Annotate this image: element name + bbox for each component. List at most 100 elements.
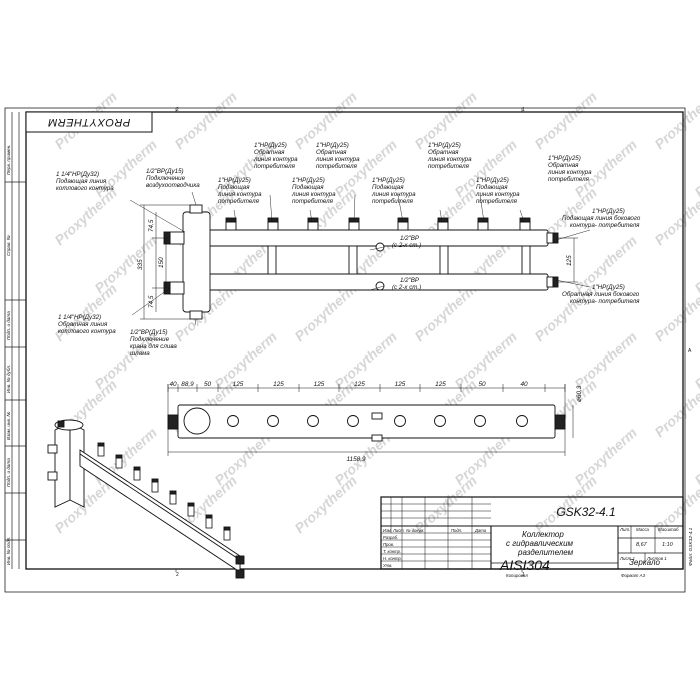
svg-text:с гидравлическим: с гидравлическим xyxy=(506,539,574,548)
front-view xyxy=(163,204,559,320)
callout-mid-3: 1"НР(Ду25) Подающая линия контура потреб… xyxy=(371,177,416,205)
return-header xyxy=(189,273,549,291)
svg-text:контура- потребителя: контура- потребителя xyxy=(570,298,640,305)
iso-nozzle xyxy=(223,529,231,541)
plan-nozzle xyxy=(347,415,359,427)
svg-text:воздухоотводчика: воздухоотводчика xyxy=(146,182,200,189)
svg-text:Коллектор: Коллектор xyxy=(522,530,564,539)
iso-nozzle xyxy=(151,481,159,493)
svg-text:1"НР(Ду25): 1"НР(Ду25) xyxy=(372,177,405,184)
plan-dimensions xyxy=(167,384,574,456)
plan-nozzle xyxy=(267,415,279,427)
svg-text:(с 2-х ст.): (с 2-х ст.) xyxy=(392,242,421,249)
drawing-code: GSK32-4.1 xyxy=(556,505,615,519)
callout-side-return: 1"НР(Ду25) Обратная линия бокового конту… xyxy=(562,284,640,305)
callout-mid-4: 1"НР(Ду25) Подающая линия контура потреб… xyxy=(475,177,520,205)
iso-nozzle xyxy=(115,457,123,469)
svg-text:1"НР(Ду25): 1"НР(Ду25) xyxy=(548,155,581,162)
hydraulic-separator xyxy=(182,211,211,313)
format-label: Формат А3 xyxy=(621,573,646,578)
dim-label: 74,5 xyxy=(148,295,155,308)
iso-nozzle xyxy=(97,445,105,457)
watermark-text: Proxytherm xyxy=(291,472,360,536)
svg-text:Обратная: Обратная xyxy=(428,149,459,156)
svg-text:Утв.: Утв. xyxy=(383,563,393,568)
branch-pipes xyxy=(267,245,531,275)
svg-text:Н. контр.: Н. контр. xyxy=(383,556,402,561)
iso-nozzle xyxy=(133,469,141,481)
callout-top-1: 1"НР(Ду25) Обратная линия контура потреб… xyxy=(253,142,298,170)
title-roles: Разраб. Пров. Т. контр. Н. контр. Утв. xyxy=(383,535,402,568)
svg-text:потребителя: потребителя xyxy=(254,163,296,170)
sensor-port xyxy=(375,242,385,252)
callout-drain: 1/2"ВР(Ду15) Подключение крана для слива… xyxy=(130,329,177,357)
zone-top-left: 2 xyxy=(176,107,179,113)
file-label: Файл: GSK32-4.1 xyxy=(687,527,694,566)
svg-text:Обратная: Обратная xyxy=(548,162,579,169)
plan-holes xyxy=(227,415,528,427)
svg-text:1/2"ВР: 1/2"ВР xyxy=(400,235,420,242)
strip-label: Подп. и дата xyxy=(6,458,11,487)
boiler-nozzle xyxy=(169,281,185,295)
dim-label: 150 xyxy=(158,257,165,268)
svg-text:котлового контура: котлового контура xyxy=(56,185,114,192)
svg-text:разделителем: разделителем xyxy=(517,548,574,557)
zone-side-right: A xyxy=(688,348,692,354)
leader-lines xyxy=(129,191,591,326)
svg-text:Обратная линия: Обратная линия xyxy=(58,321,108,328)
dim-total: 1158,9 xyxy=(346,456,366,463)
iso-nozzle-thread xyxy=(205,514,213,519)
callout-side-supply: 1"НР(Ду25) Подающая линия бокового конту… xyxy=(562,208,641,229)
svg-text:потребителя: потребителя xyxy=(548,176,590,183)
svg-text:линия контура: линия контура xyxy=(217,191,262,198)
left-stamp-strip: Перв. примен. Справ. № Подп. и дата Инв.… xyxy=(5,112,26,569)
watermark-text: Proxytherm xyxy=(531,88,600,152)
svg-text:линия контура: линия контура xyxy=(371,191,416,198)
svg-text:1/2"ВР(Ду15): 1/2"ВР(Ду15) xyxy=(130,329,168,336)
callout-mid-2: 1"НР(Ду25) Подающая линия контура потреб… xyxy=(291,177,336,205)
brand-box xyxy=(25,111,153,133)
mass-label: Масса xyxy=(636,527,650,532)
top-nozzles xyxy=(225,217,531,231)
iso-nozzle-thread xyxy=(151,478,159,483)
watermark-text: Proxytherm xyxy=(651,280,700,344)
sensor-port xyxy=(375,281,385,291)
strip-label: Инв. № дубл. xyxy=(6,365,11,393)
dim-segment: 88,9 xyxy=(181,381,194,388)
svg-text:1/2"ВР: 1/2"ВР xyxy=(400,277,420,284)
dim-segment: 125 xyxy=(435,381,446,388)
iso-nozzle-thread xyxy=(169,490,177,495)
plan-view xyxy=(167,404,566,442)
front-dimensions xyxy=(140,204,578,320)
strip-label: Перв. примен. xyxy=(6,144,11,175)
svg-text:Обратная линия бокового: Обратная линия бокового xyxy=(562,291,640,298)
svg-text:линия контура: линия контура xyxy=(253,156,298,163)
svg-text:шлама: шлама xyxy=(130,350,150,357)
svg-text:Подающая: Подающая xyxy=(372,184,404,191)
sheets-label: Листов 1 xyxy=(646,556,667,561)
svg-text:потребителя: потребителя xyxy=(428,163,470,170)
svg-text:потребителя: потребителя xyxy=(316,163,358,170)
iso-nozzle-thread xyxy=(133,466,141,471)
plan-nozzle xyxy=(394,415,406,427)
svg-text:Подключение: Подключение xyxy=(146,175,186,182)
material: AISI304 xyxy=(499,557,550,573)
outer-frame xyxy=(4,107,686,593)
svg-text:1"НР(Ду25): 1"НР(Ду25) xyxy=(428,142,461,149)
dim-label: 335 xyxy=(137,259,144,270)
callout-boiler-supply: 1 1/4"НР(Ду32) Подающая линия котлового … xyxy=(56,171,114,192)
strip-label: Подп. и дата xyxy=(6,311,11,340)
svg-text:(с 2-х ст.): (с 2-х ст.) xyxy=(392,284,421,291)
svg-text:котлового контура: котлового контура xyxy=(58,328,116,335)
svg-text:1 1/4"НР(Ду32): 1 1/4"НР(Ду32) xyxy=(56,171,99,178)
svg-text:потребителя: потребителя xyxy=(476,198,518,205)
watermark-text: Proxytherm xyxy=(171,88,240,152)
svg-text:Подающая линия бокового: Подающая линия бокового xyxy=(562,215,641,222)
watermark-text: Proxytherm xyxy=(651,376,700,440)
svg-text:Подключение: Подключение xyxy=(130,336,170,343)
svg-text:крана для слива: крана для слива xyxy=(130,343,177,350)
svg-text:1/2"ВР(Ду15): 1/2"ВР(Ду15) xyxy=(146,168,184,175)
dim-segment: 50 xyxy=(478,381,486,388)
